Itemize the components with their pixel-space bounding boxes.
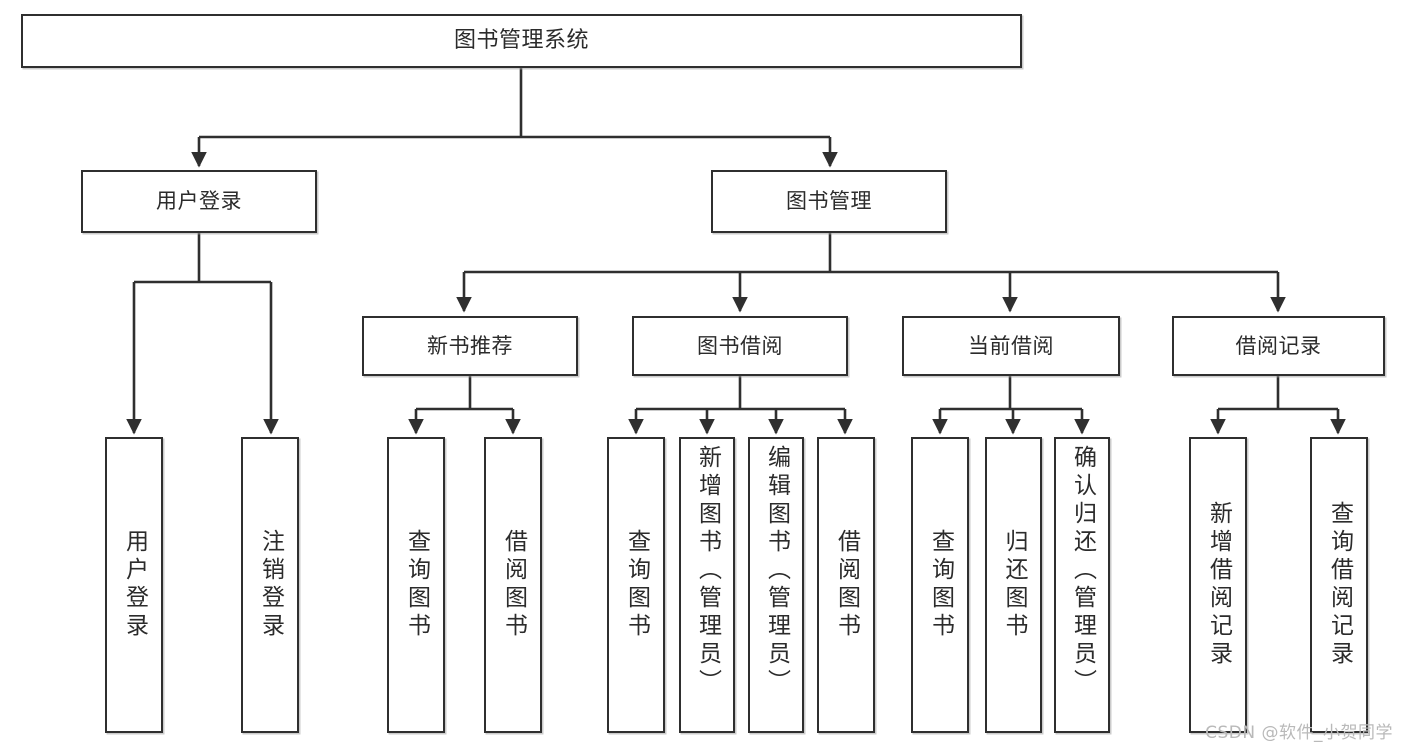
node-borrow-record[interactable]: 借阅记录 [1172, 316, 1385, 376]
leaf-current-confirm-return-admin[interactable]: 确认归还（管理员） [1054, 437, 1110, 733]
node-label-borrow-record: 借阅记录 [1235, 333, 1322, 358]
node-user-login[interactable]: 用户登录 [81, 170, 317, 233]
leaf-label-user-login-logout: 注销登录 [257, 529, 284, 641]
node-label-root: 图书管理系统 [453, 28, 589, 54]
leaf-label-current-confirm-return-admin: 确认归还（管理员） [1069, 445, 1096, 697]
leaf-label-borrow-borrow-book: 借阅图书 [833, 529, 860, 641]
node-label-current-borrow: 当前借阅 [968, 333, 1054, 358]
leaf-user-login-logout[interactable]: 注销登录 [241, 437, 299, 733]
leaf-current-return-book[interactable]: 归还图书 [985, 437, 1042, 733]
leaf-label-record-add-record: 新增借阅记录 [1205, 501, 1232, 669]
leaf-new-book-borrow-book[interactable]: 借阅图书 [484, 437, 542, 733]
leaf-record-query-record[interactable]: 查询借阅记录 [1310, 437, 1368, 733]
leaf-label-borrow-add-book-admin: 新增图书（管理员） [694, 445, 721, 697]
leaf-borrow-borrow-book[interactable]: 借阅图书 [817, 437, 875, 733]
node-label-book-borrow: 图书借阅 [697, 333, 783, 358]
leaf-label-new-book-query-book: 查询图书 [403, 529, 430, 641]
leaf-label-borrow-query-book: 查询图书 [623, 529, 650, 641]
leaf-current-query-book[interactable]: 查询图书 [911, 437, 969, 733]
node-book-borrow[interactable]: 图书借阅 [632, 316, 848, 376]
leaf-label-current-return-book: 归还图书 [1001, 529, 1027, 641]
leaf-label-new-book-borrow-book: 借阅图书 [500, 529, 527, 641]
leaf-record-add-record[interactable]: 新增借阅记录 [1189, 437, 1247, 733]
leaf-new-book-query-book[interactable]: 查询图书 [387, 437, 445, 733]
leaf-borrow-edit-book-admin[interactable]: 编辑图书（管理员） [748, 437, 804, 733]
node-book-management[interactable]: 图书管理 [711, 170, 947, 233]
leaf-label-current-query-book: 查询图书 [927, 529, 954, 641]
node-current-borrow[interactable]: 当前借阅 [902, 316, 1120, 376]
node-label-book-management: 图书管理 [786, 189, 872, 214]
leaf-label-record-query-record: 查询借阅记录 [1326, 501, 1353, 669]
leaf-borrow-add-book-admin[interactable]: 新增图书（管理员） [679, 437, 735, 733]
node-label-new-book-recommend: 新书推荐 [427, 333, 513, 358]
node-root-book-management-system[interactable]: 图书管理系统 [21, 14, 1022, 68]
node-new-book-recommend[interactable]: 新书推荐 [362, 316, 578, 376]
leaf-label-borrow-edit-book-admin: 编辑图书（管理员） [763, 445, 790, 697]
leaf-label-user-login-login: 用户登录 [121, 529, 148, 641]
leaf-borrow-query-book[interactable]: 查询图书 [607, 437, 665, 733]
leaf-user-login-login[interactable]: 用户登录 [105, 437, 163, 733]
node-label-user-login: 用户登录 [156, 189, 242, 214]
